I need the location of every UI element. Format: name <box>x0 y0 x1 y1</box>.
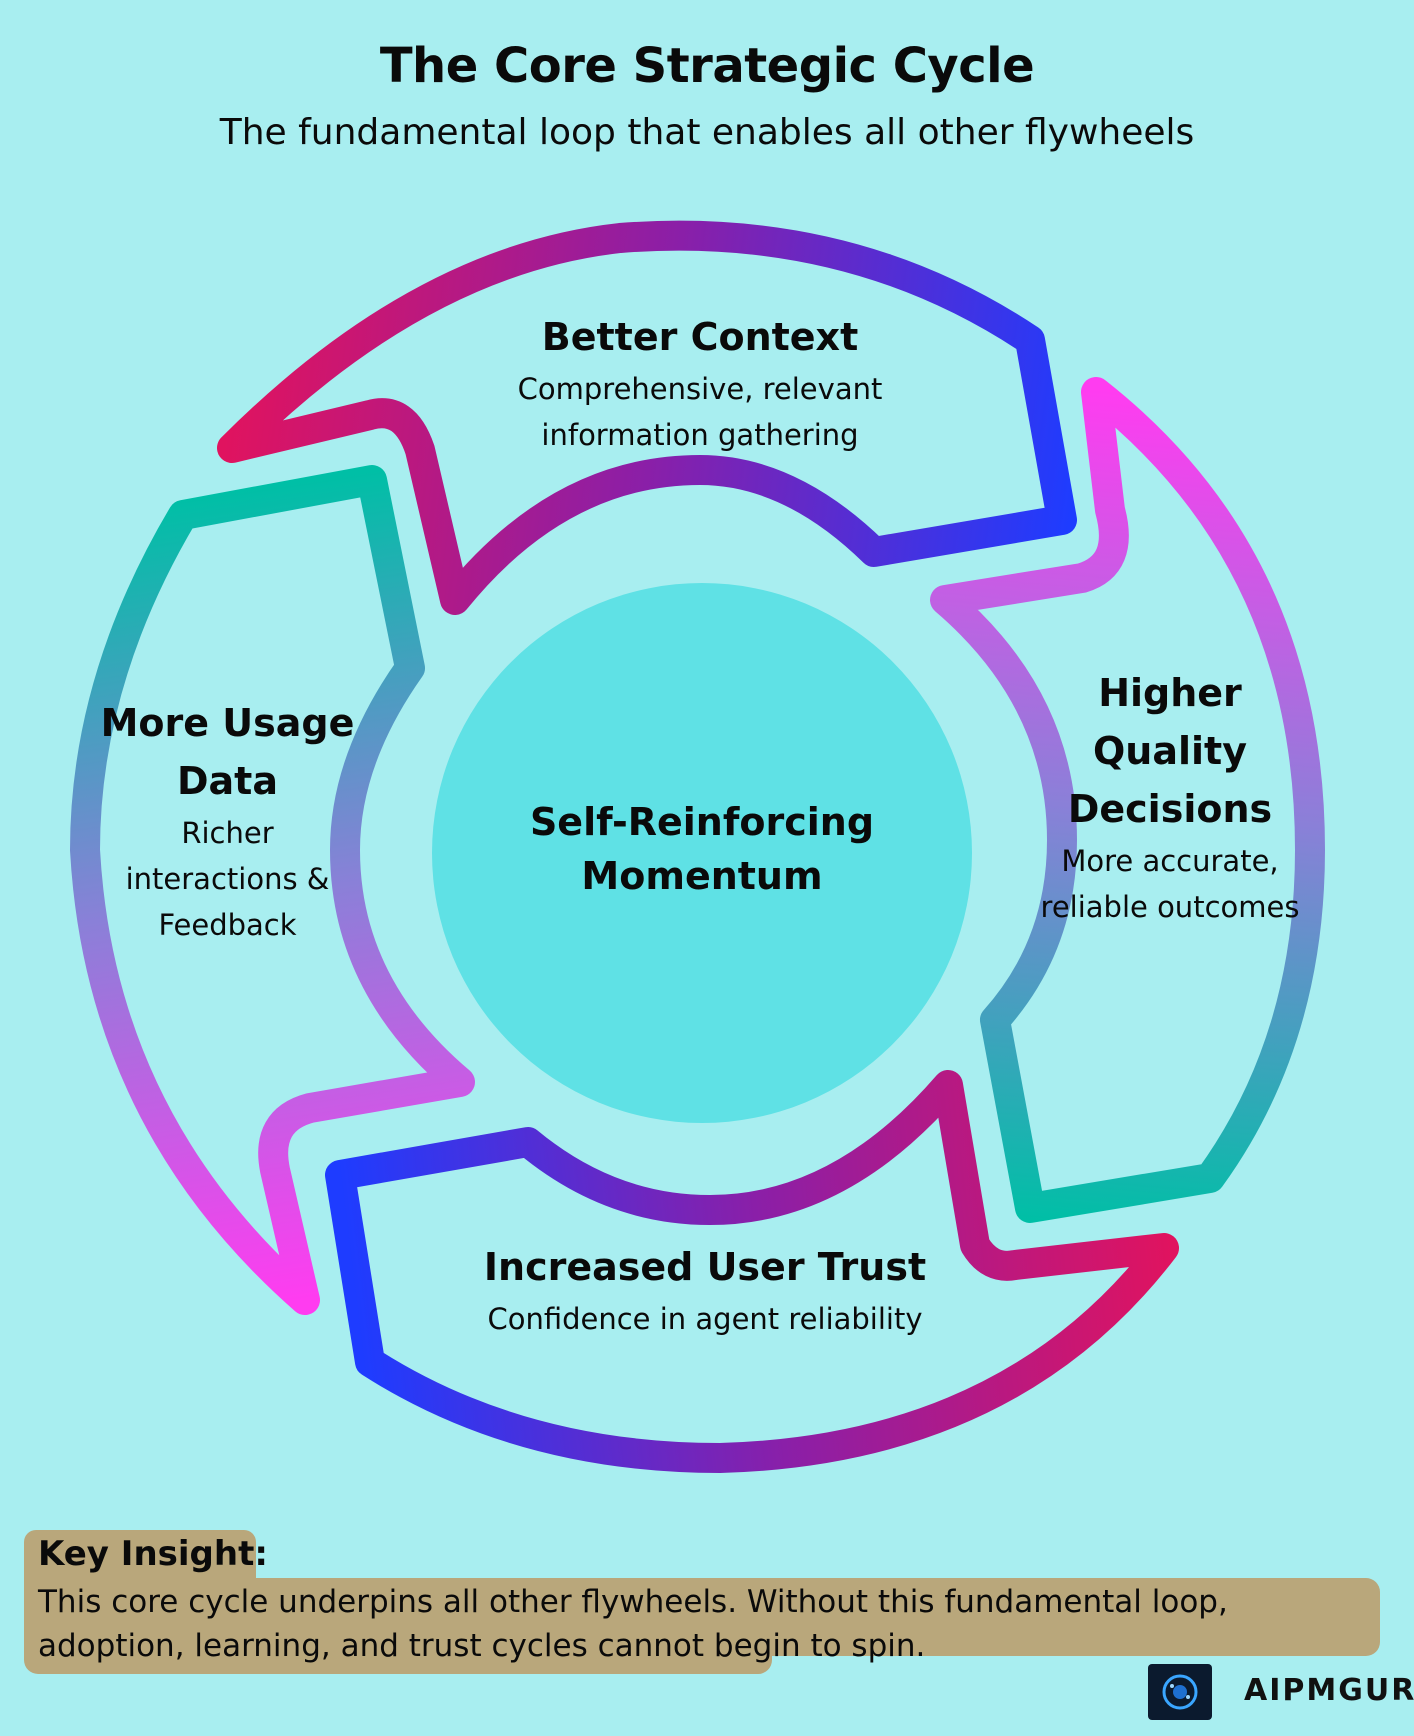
node-more-usage-data: More Usage Data Richer interactions & Fe… <box>100 694 355 948</box>
node-higher-quality-decisions: Higher Quality Decisions More accurate, … <box>1040 664 1300 930</box>
page-title: The Core Strategic Cycle <box>379 38 1035 94</box>
center-circle <box>432 583 972 1123</box>
center-label: Self-Reinforcing Momentum <box>529 800 875 898</box>
arrow-segment-top <box>217 220 1077 615</box>
node-description: More accurate, reliable outcomes <box>1040 844 1300 924</box>
node-title: Increased User Trust <box>483 1245 927 1289</box>
insight-heading: Key Insight: <box>38 1534 268 1574</box>
node-description: Comprehensive, relevant information gath… <box>517 372 883 452</box>
node-title: Better Context <box>541 315 859 359</box>
node-title: More Usage Data <box>100 701 355 803</box>
node-description: Richer interactions & Feedback <box>125 816 330 942</box>
node-title: Higher Quality Decisions <box>1067 671 1273 831</box>
insight-box-tail <box>24 1630 772 1674</box>
brain-logo-icon <box>1148 1664 1212 1720</box>
arrow-segment-right <box>930 377 1325 1223</box>
node-increased-user-trust: Increased User Trust Confidence in agent… <box>440 1238 970 1342</box>
node-better-context: Better Context Comprehensive, relevant i… <box>460 308 940 458</box>
page-subtitle: The fundamental loop that enables all ot… <box>219 112 1195 153</box>
insight-text: This core cycle underpins all other flyw… <box>38 1584 1228 1664</box>
brand-name: AIPMGURU <box>1244 1673 1414 1708</box>
arrow-segment-left <box>70 465 475 1315</box>
node-description: Confidence in agent reliability <box>487 1302 923 1336</box>
arrow-segment-bottom <box>325 1070 1179 1473</box>
